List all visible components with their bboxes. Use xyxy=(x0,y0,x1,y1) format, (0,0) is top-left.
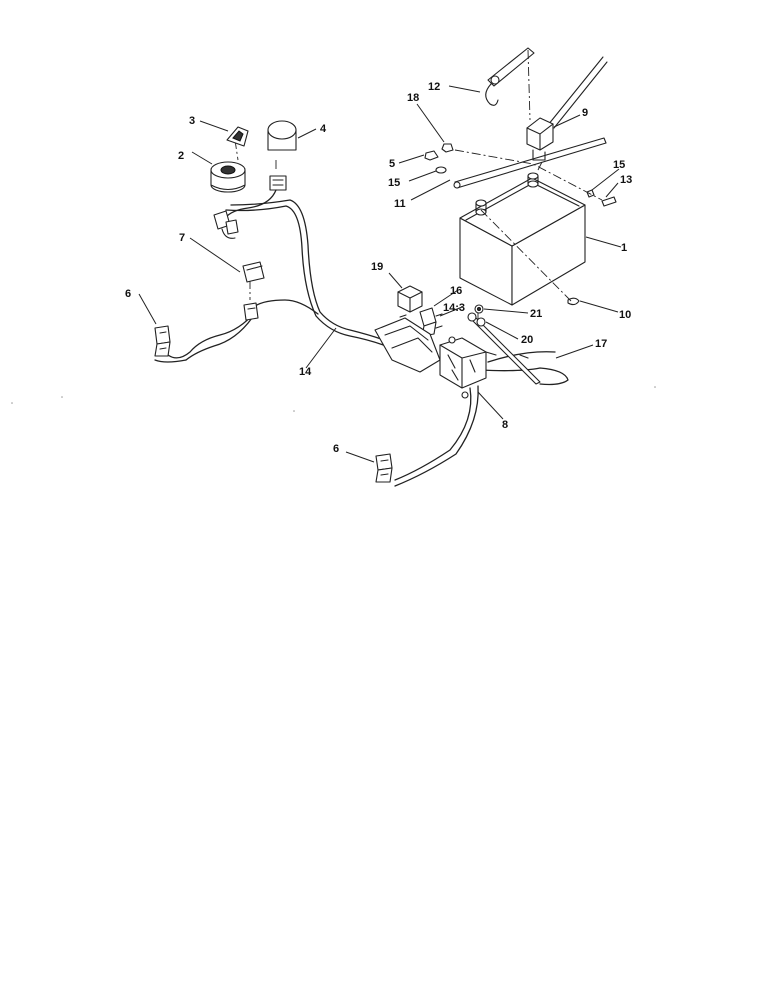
callout-17: 17 xyxy=(595,338,607,350)
callout-21: 21 xyxy=(530,308,542,320)
callout-4: 4 xyxy=(320,123,327,135)
callout-7: 7 xyxy=(179,232,185,244)
callout-12: 12 xyxy=(428,81,440,93)
callout-19: 19 xyxy=(371,261,383,273)
callout-1: 1 xyxy=(621,242,627,254)
scan-specks xyxy=(11,386,656,412)
callout-11: 11 xyxy=(394,198,406,210)
wire-harness-part xyxy=(154,189,569,487)
callout-14-3: 14:3 xyxy=(443,302,465,314)
ground-strap-part xyxy=(467,312,541,385)
light-switch-part xyxy=(267,120,297,191)
hardware-stack xyxy=(424,143,617,306)
pto-switch-part xyxy=(242,261,265,321)
harness-connectors xyxy=(213,210,239,239)
callout-6-seat: 6 xyxy=(125,288,131,300)
solenoid-bracket xyxy=(374,317,487,399)
leader-lines xyxy=(138,85,622,463)
callout-16: 16 xyxy=(450,285,462,297)
callout-6-brake: 6 xyxy=(333,443,339,455)
callout-8: 8 xyxy=(502,419,508,431)
callout-9: 9 xyxy=(582,107,588,119)
callout-5: 5 xyxy=(389,158,395,170)
ignition-key xyxy=(226,126,249,147)
callout-14: 14 xyxy=(299,366,312,378)
positive-cable xyxy=(547,56,608,129)
seat-switch-part xyxy=(154,325,171,357)
callout-15-left: 15 xyxy=(388,177,400,189)
fuse-holder-part xyxy=(419,307,437,337)
callout-15-right: 15 xyxy=(613,159,625,171)
brake-switch-part xyxy=(375,453,393,483)
callout-2: 2 xyxy=(178,150,184,162)
battery xyxy=(459,172,586,306)
callout-10: 10 xyxy=(619,309,631,321)
callout-labels: 1 2 3 4 7 6 6 8 9 10 11 12 13 14 14:3 15… xyxy=(125,81,632,455)
ignition-switch-part xyxy=(210,161,246,193)
callout-20: 20 xyxy=(521,334,533,346)
hold-down-rod xyxy=(453,137,607,189)
relay-part xyxy=(397,285,423,313)
callout-13: 13 xyxy=(620,174,632,186)
battery-cover-boot xyxy=(526,117,554,161)
battery-strap-part xyxy=(485,47,535,106)
callout-3: 3 xyxy=(189,115,195,127)
callout-18: 18 xyxy=(407,92,419,104)
small-fasteners xyxy=(399,304,529,359)
